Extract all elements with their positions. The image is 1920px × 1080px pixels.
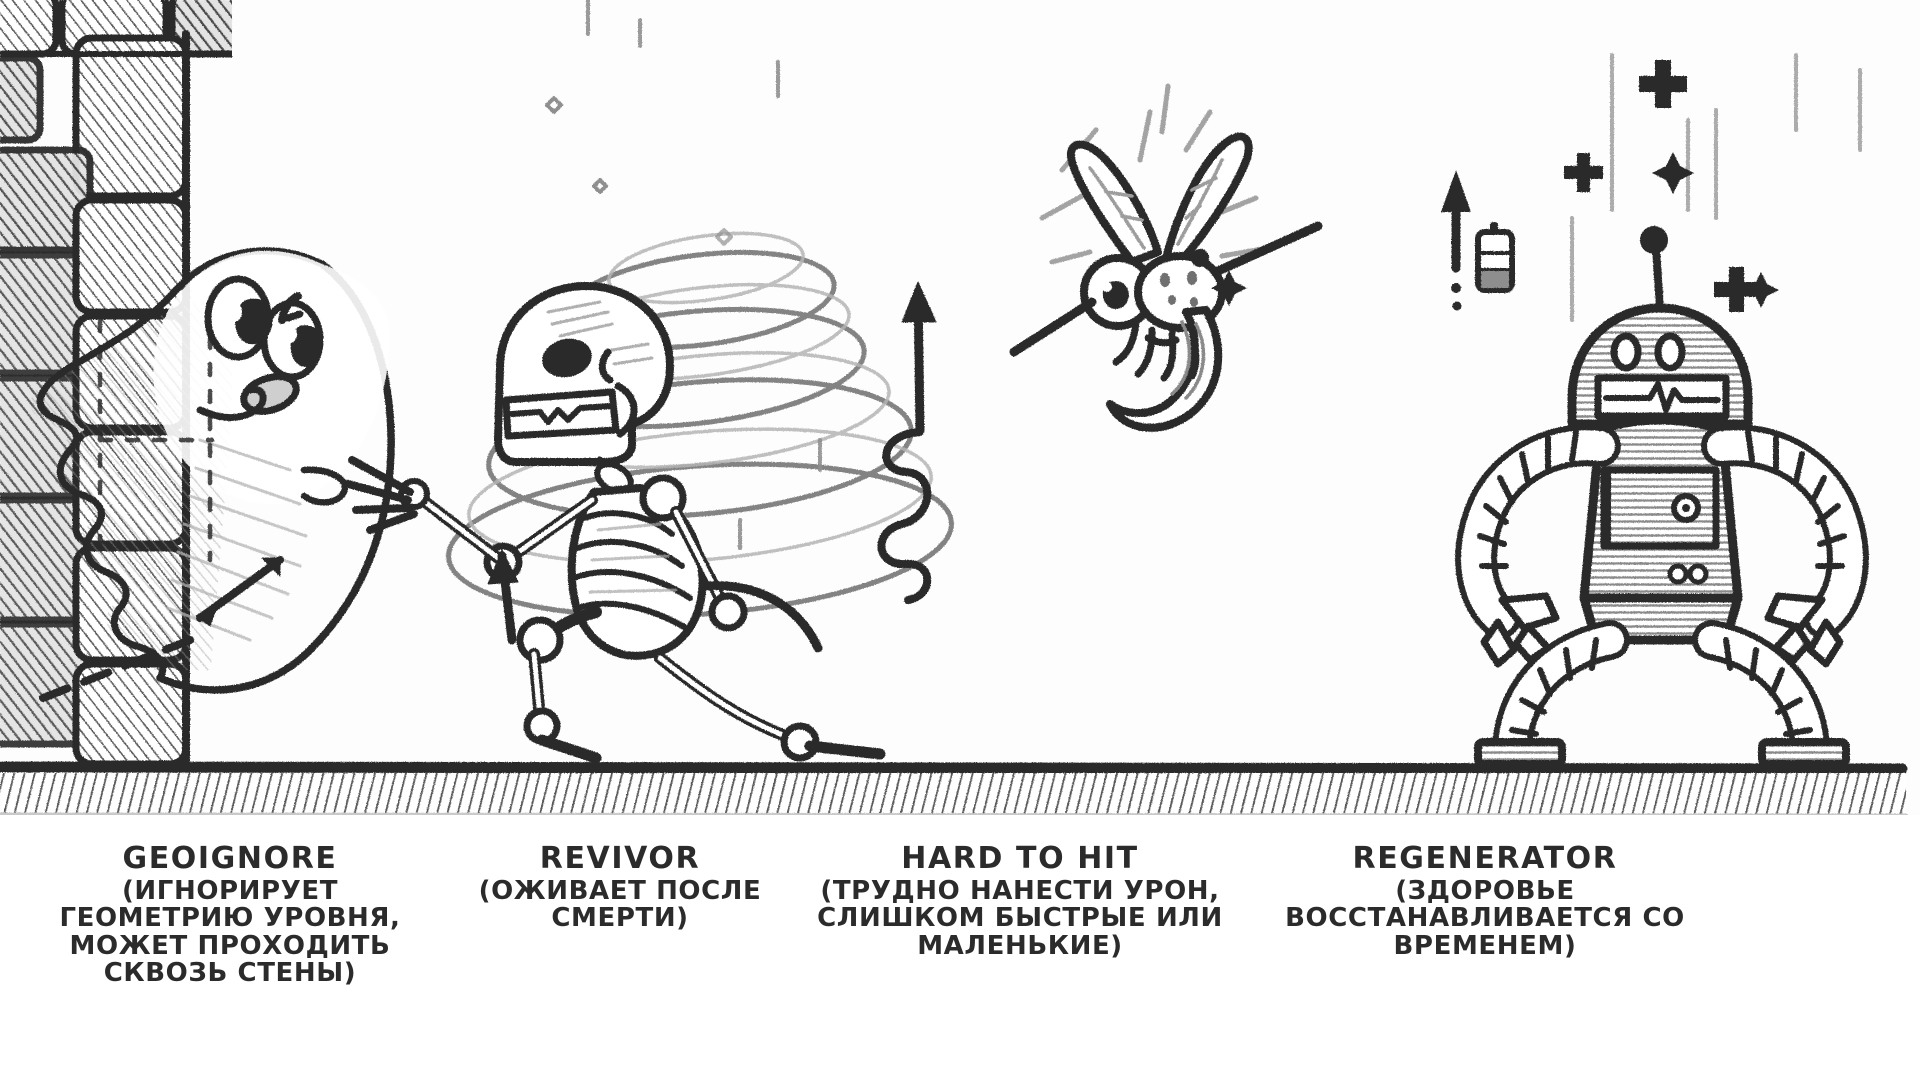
caption-line: ВОССТАНАВЛИВАЕТСЯ СО bbox=[1285, 903, 1685, 934]
sparkle-icon bbox=[1211, 152, 1779, 308]
caption-hard-to-hit: HARD TO HIT (ТРУДНО НАНЕСТИ УРОН, СЛИШКО… bbox=[800, 843, 1240, 960]
caption-line: МОЖЕТ ПРОХОДИТЬ bbox=[69, 930, 391, 961]
caption-line: СКВОЗЬ СТЕНЫ) bbox=[103, 958, 357, 989]
caption-title-geoignore: GEOIGNORE bbox=[122, 841, 338, 876]
ghost-dashed-trail bbox=[34, 636, 194, 704]
ghost-character bbox=[30, 247, 395, 704]
revive-up-arrow bbox=[487, 549, 519, 645]
caption-revivor: REVIVOR (ОЖИВАЕТ ПОСЛЕ СМЕРТИ) bbox=[450, 843, 790, 933]
battery-icon bbox=[1475, 222, 1515, 293]
caption-geoignore: GEOIGNORE (ИГНОРИРУЕТ ГЕОМЕТРИЮ УРОВНЯ, … bbox=[20, 843, 440, 988]
caption-subtitle-geoignore: (ИГНОРИРУЕТ ГЕОМЕТРИЮ УРОВНЯ, МОЖЕТ ПРОХ… bbox=[20, 875, 440, 989]
revive-up-arrow-2 bbox=[901, 281, 937, 435]
caption-subtitle-revivor: (ОЖИВАЕТ ПОСЛЕ СМЕРТИ) bbox=[450, 875, 790, 934]
caption-title-hard-to-hit: HARD TO HIT bbox=[901, 841, 1139, 876]
robot-character bbox=[1211, 53, 1869, 772]
caption-line: ВРЕМЕНЕМ) bbox=[1393, 930, 1577, 961]
scene-illustration bbox=[0, 0, 1908, 815]
caption-line: ГЕОМЕТРИЮ УРОВНЯ, bbox=[59, 903, 401, 934]
charge-up-arrow-icon bbox=[1441, 170, 1471, 311]
hatched-ground-strip bbox=[0, 761, 1908, 815]
caption-title-revivor: REVIVOR bbox=[539, 841, 701, 876]
mosquito-character bbox=[1009, 83, 1323, 432]
caption-title-regenerator: REGENERATOR bbox=[1352, 841, 1618, 876]
caption-line: (ИГНОРИРУЕТ bbox=[121, 875, 339, 906]
caption-strip: GEOIGNORE (ИГНОРИРУЕТ ГЕОМЕТРИЮ УРОВНЯ, … bbox=[0, 815, 1920, 1080]
caption-line: СМЕРТИ) bbox=[551, 903, 689, 934]
ghost-motion-arrow bbox=[195, 556, 284, 627]
skeleton-character bbox=[344, 0, 954, 764]
caption-line: МАЛЕНЬКИЕ) bbox=[917, 930, 1123, 961]
caption-line: (ЗДОРОВЬЕ bbox=[1395, 875, 1575, 906]
caption-subtitle-hard-to-hit: (ТРУДНО НАНЕСТИ УРОН, СЛИШКОМ БЫСТРЫЕ ИЛ… bbox=[800, 875, 1240, 961]
caption-regenerator: REGENERATOR (ЗДОРОВЬЕ ВОССТАНАВЛИВАЕТСЯ … bbox=[1250, 843, 1720, 960]
caption-subtitle-regenerator: (ЗДОРОВЬЕ ВОССТАНАВЛИВАЕТСЯ СО ВРЕМЕНЕМ) bbox=[1250, 875, 1720, 961]
caption-line: (ОЖИВАЕТ ПОСЛЕ bbox=[478, 875, 762, 906]
health-plus-icon bbox=[1564, 60, 1759, 312]
caption-line: СЛИШКОМ БЫСТРЫЕ ИЛИ bbox=[817, 903, 1223, 934]
caption-line: (ТРУДНО НАНЕСТИ УРОН, bbox=[820, 875, 1220, 906]
